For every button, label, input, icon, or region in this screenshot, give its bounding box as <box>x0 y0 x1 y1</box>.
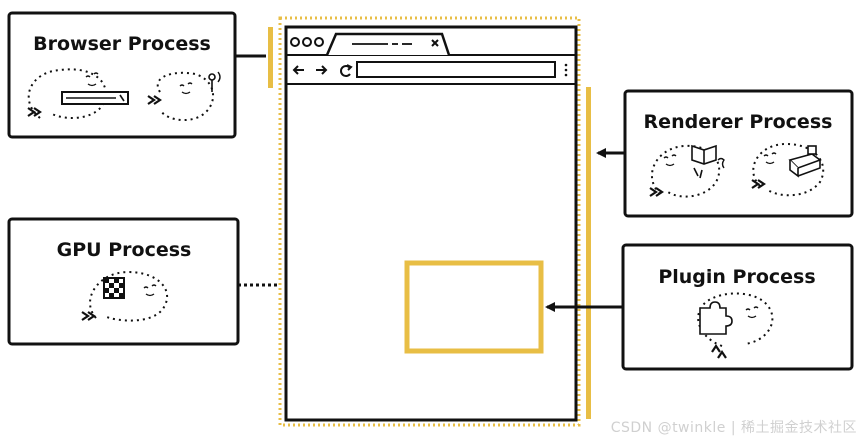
plugin-process-illustration <box>697 292 774 359</box>
plugin-content-area <box>404 260 544 354</box>
renderer-process-box: Renderer Process <box>623 89 854 218</box>
puzzle-piece-icon <box>699 301 733 335</box>
gpu-process-illustration <box>81 270 169 322</box>
browser-process-box: Browser Process <box>7 11 237 139</box>
browser-window <box>278 16 581 427</box>
forward-arrow-icon <box>316 65 328 75</box>
renderer-scope-bar <box>586 87 591 419</box>
browser-process-title: Browser Process <box>33 33 211 55</box>
menu-dots-icon <box>564 63 568 77</box>
plugin-process-box: Plugin Process <box>621 243 854 371</box>
browser-tab <box>325 32 451 56</box>
renderer-process-illustration <box>649 142 825 198</box>
browser-process-illustration <box>27 68 221 121</box>
layout-block-icon <box>788 145 822 178</box>
gpu-process-box: GPU Process <box>7 217 240 346</box>
plugin-process-title: Plugin Process <box>658 266 815 288</box>
address-bar <box>356 61 556 78</box>
back-arrow-icon <box>292 65 304 75</box>
book-icon <box>691 144 717 179</box>
browser-scope-bar <box>268 27 273 88</box>
pixel-grid-icon <box>103 277 125 299</box>
renderer-process-title: Renderer Process <box>644 111 833 133</box>
watermark: CSDN @twinkle | 稀土掘金技术社区 <box>610 420 857 436</box>
window-controls <box>290 37 324 47</box>
close-tab-icon <box>431 39 439 47</box>
gpu-process-title: GPU Process <box>57 239 192 261</box>
reload-icon <box>340 64 353 77</box>
